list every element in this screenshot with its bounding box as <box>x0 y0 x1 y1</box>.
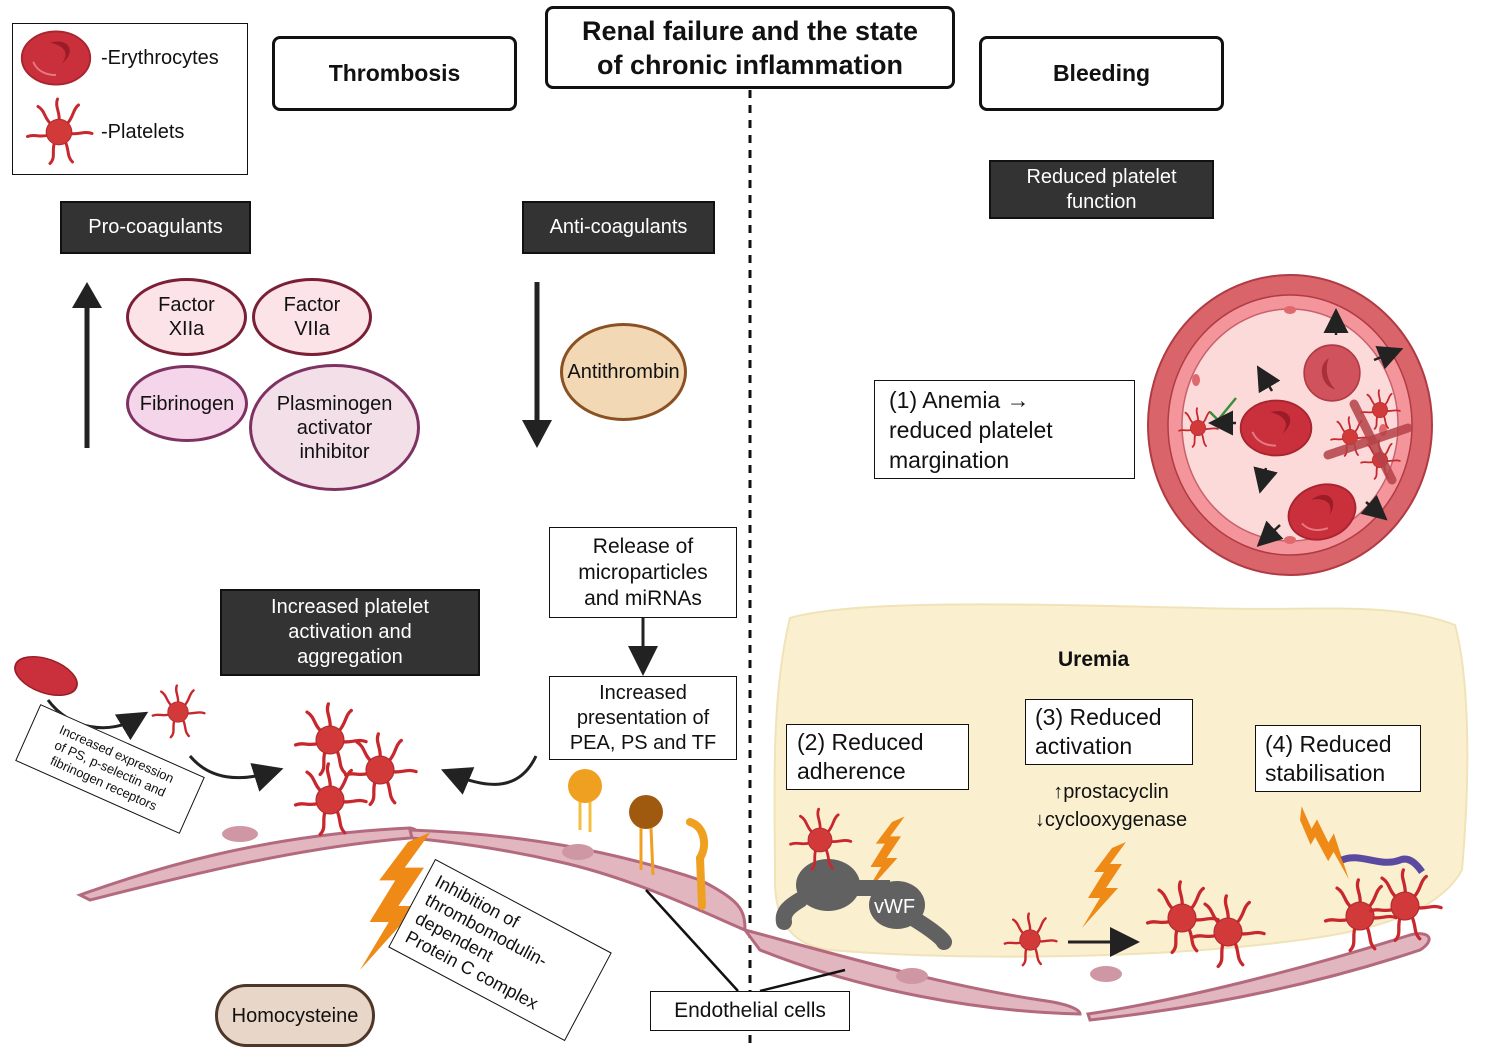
homocysteine-pill: Homocysteine <box>215 984 375 1047</box>
endothelial-cells-label: Endothelial cells <box>674 999 826 1022</box>
flow-arrows <box>46 618 658 795</box>
microparticles-label: Release of microparticles and miRNAs <box>578 534 708 610</box>
erythrocyte-icon <box>14 655 78 697</box>
presentation-box: Increased presentation of PEA, PS and TF <box>549 676 737 760</box>
anti-coagulants-box: Anti-coagulants <box>522 201 715 254</box>
factor-xiia-oval: Factor XIIa <box>126 278 247 356</box>
plasminogen-activator-inhibitor-oval: Plasminogen activator inhibitor <box>249 364 420 491</box>
center-header: Renal failure and the state of chronic i… <box>545 6 955 89</box>
increase-arrow-icon <box>72 282 102 448</box>
endothelial-pointer-lines <box>645 889 846 993</box>
antithrombin-label: Antithrombin <box>567 361 680 383</box>
reduced-activation-box: (3) Reduced activation <box>1025 699 1193 765</box>
factor-viia-label: Factor VIIa <box>283 294 341 340</box>
platelet-icon <box>343 732 418 807</box>
fibrinogen-label: Fibrinogen <box>139 392 235 415</box>
homocysteine-label: Homocysteine <box>231 1004 359 1027</box>
presentation-label: Increased presentation of PEA, PS and TF <box>569 681 717 754</box>
anemia-box: (1) Anemia → reduced platelet marginatio… <box>874 380 1135 479</box>
platelet-icon <box>151 684 206 739</box>
uremia-title: Uremia <box>1058 648 1130 671</box>
endothelial-cells-box: Endothelial cells <box>650 991 850 1031</box>
reduced-platelet-function-box: Reduced platelet function <box>989 160 1214 219</box>
antithrombin-oval: Antithrombin <box>560 323 687 421</box>
factor-xiia-label: Factor XIIa <box>158 294 215 340</box>
pro-coagulants-label: Pro-coagulants <box>88 216 223 238</box>
thrombosis-title: Thrombosis <box>328 60 461 86</box>
reduced-stabilisation-label: (4) Reduced stabilisation <box>1265 730 1392 786</box>
endothelium-right <box>741 927 1431 1022</box>
bleeding-title: Bleeding <box>1052 60 1151 86</box>
platelet-activation-box: Increased platelet activation and aggreg… <box>220 589 480 676</box>
plasminogen-activator-inhibitor-label: Plasminogen activator inhibitor <box>276 392 393 463</box>
vwf-label: vWF <box>874 896 916 918</box>
activation-notes: ↑prostacyclin ↓cyclooxygenase <box>1034 781 1188 831</box>
factor-viia-oval: Factor VIIa <box>252 278 372 356</box>
reduced-adherence-label: (2) Reduced adherence <box>797 729 924 784</box>
uremia-region <box>773 603 1469 958</box>
decrease-arrow-icon <box>522 282 552 448</box>
vwf-molecule <box>775 859 952 950</box>
anemia-label: (1) Anemia → reduced platelet marginatio… <box>889 386 1053 473</box>
platelet-icon <box>293 702 368 777</box>
legend-platelets-label: -Platelets <box>101 121 185 143</box>
center-title: Renal failure and the state of chronic i… <box>581 15 919 80</box>
fibrinogen-oval: Fibrinogen <box>126 365 248 442</box>
blood-vessel-cross-section <box>1147 274 1433 576</box>
reduced-platelet-function-label: Reduced platelet function <box>1026 165 1177 213</box>
legend-erythrocytes-label: -Erythrocytes <box>101 47 219 69</box>
bleeding-header: Bleeding <box>979 36 1224 111</box>
reduced-adherence-box: (2) Reduced adherence <box>786 724 969 790</box>
membrane-receptors <box>568 769 709 910</box>
anti-coagulants-label: Anti-coagulants <box>549 216 688 238</box>
pro-coagulants-box: Pro-coagulants <box>60 201 251 254</box>
reduced-stabilisation-box: (4) Reduced stabilisation <box>1255 725 1421 792</box>
thrombosis-header: Thrombosis <box>272 36 517 111</box>
platelet-activation-label: Increased platelet activation and aggreg… <box>271 596 429 668</box>
microparticles-box: Release of microparticles and miRNAs <box>549 527 737 618</box>
legend: -Erythrocytes -Platelets <box>12 23 248 175</box>
fibrin-icon <box>1340 854 1425 874</box>
reduced-activation-label: (3) Reduced activation <box>1035 704 1162 759</box>
